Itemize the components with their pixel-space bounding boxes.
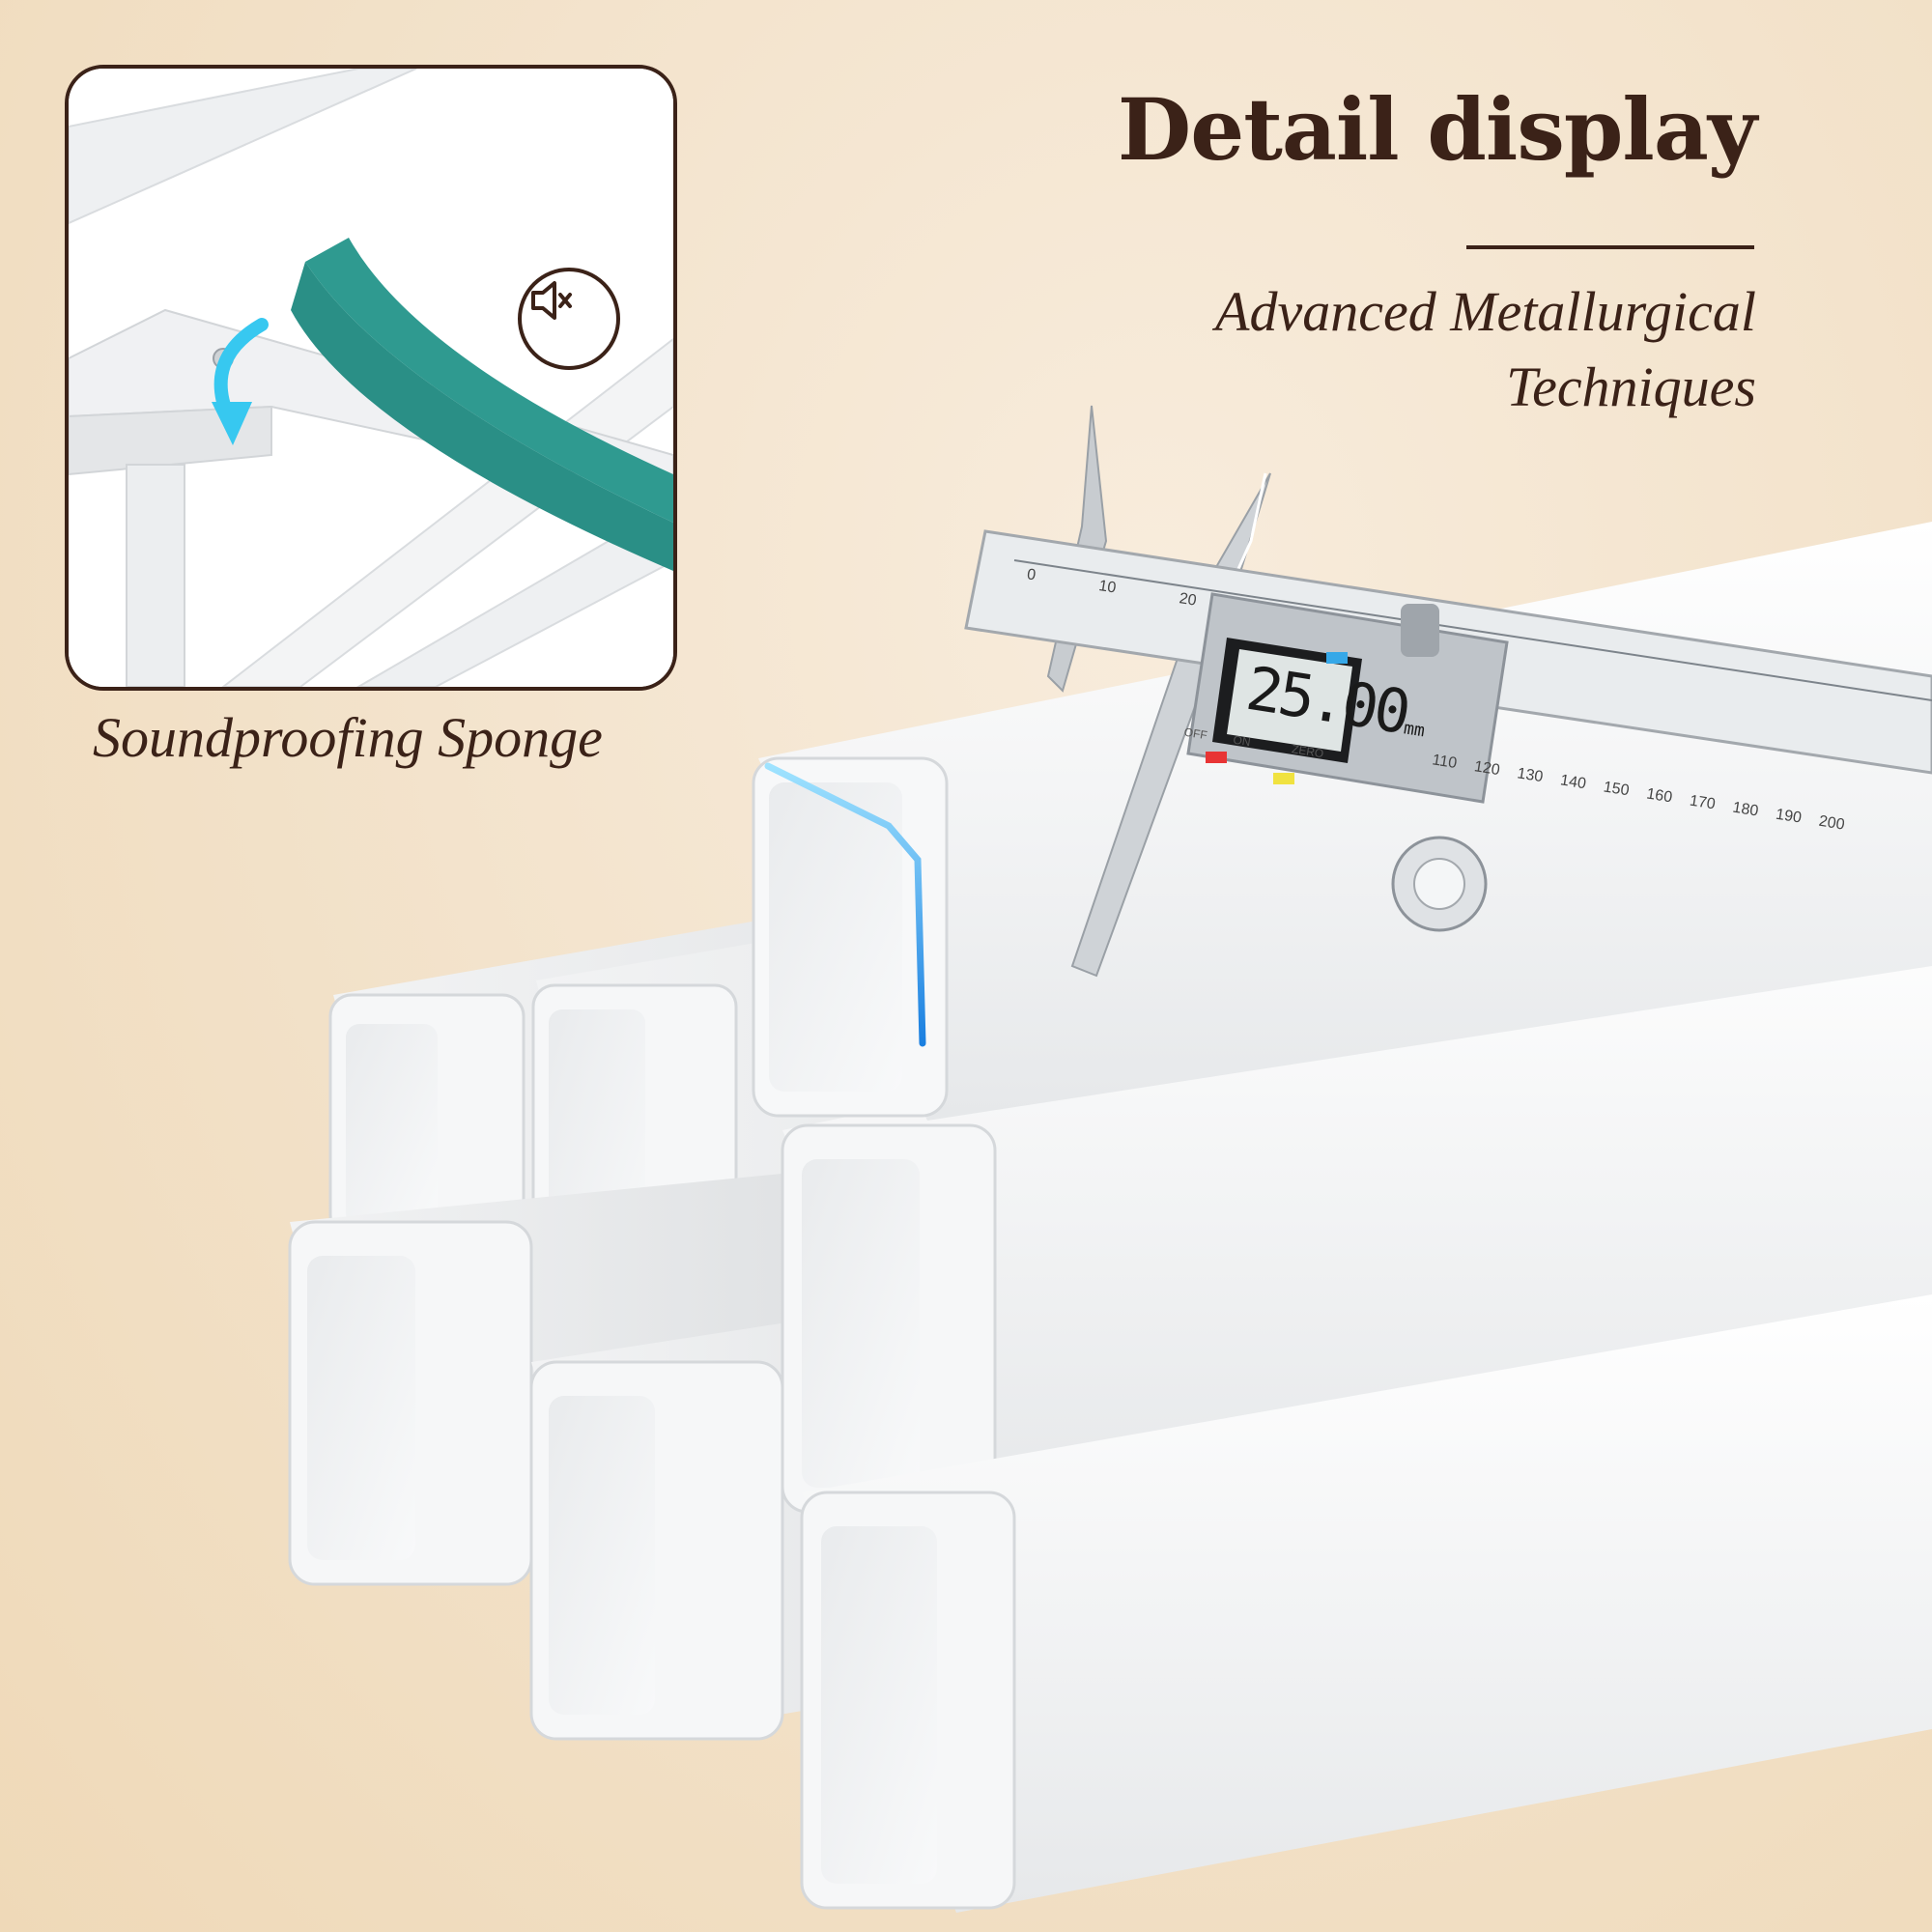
caliper-tick-label: 150 <box>1602 779 1631 800</box>
bed-frame-closeup <box>69 69 673 687</box>
caliper-on-label: ON <box>1232 732 1252 750</box>
caliper-tick-label: 170 <box>1688 792 1717 813</box>
caliper-reading-unit: mm <box>1402 718 1427 742</box>
caliper-tick-label: 110 <box>1431 752 1459 773</box>
caliper-tick-label: 20 <box>1178 590 1198 610</box>
caliper-tick-label: 130 <box>1516 765 1545 786</box>
caliper-tick-label: 190 <box>1775 806 1804 827</box>
caliper-tick-label: 0 <box>1025 566 1037 584</box>
caliper-tick-label: 180 <box>1731 799 1760 820</box>
title-divider <box>1466 245 1754 249</box>
caliper-off-on-button <box>1206 752 1227 763</box>
subtitle-line: Techniques <box>1506 355 1756 418</box>
caliper-tick-label: 10 <box>1097 578 1118 597</box>
tube-right-lower <box>800 1294 1932 1913</box>
caliper-tick-label: 200 <box>1817 812 1846 834</box>
subtitle-line: Advanced Metallurgical <box>1215 280 1756 343</box>
digital-caliper <box>964 405 1932 978</box>
page-title: Detail display <box>1117 79 1757 180</box>
page-subtitle: Advanced Metallurgical Techniques <box>1215 274 1756 425</box>
caliper-zero-button <box>1273 773 1294 784</box>
inset-caption: Soundproofing Sponge <box>93 706 603 769</box>
sponge-strip <box>291 262 673 571</box>
mute-speaker-icon <box>518 268 620 370</box>
soundproofing-inset <box>65 65 677 691</box>
caliper-tick-label: 160 <box>1645 785 1674 807</box>
caliper-tick-label: 120 <box>1472 758 1501 780</box>
caliper-tick-label: 140 <box>1559 772 1588 793</box>
